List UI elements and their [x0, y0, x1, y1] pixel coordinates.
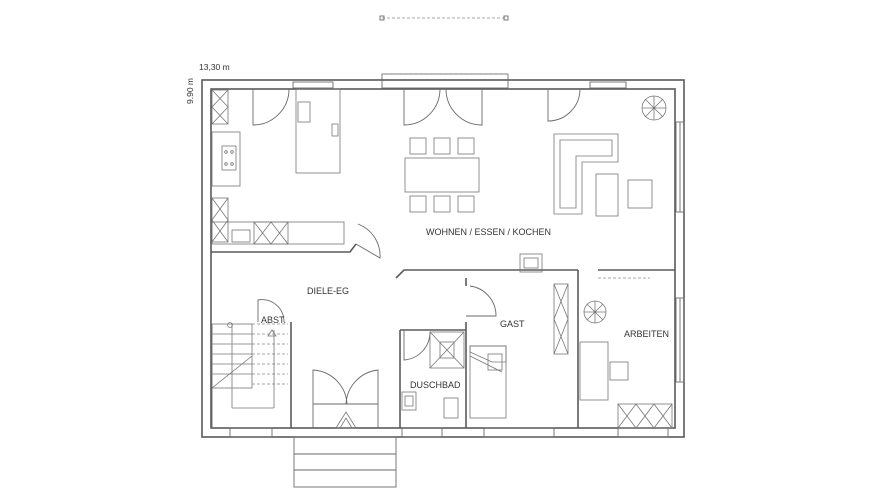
height-dimension: 9.90 m: [185, 78, 195, 104]
top-windows: [292, 73, 627, 89]
room-label-shower: DUSCHBAD: [410, 380, 461, 390]
room-label-hall: DIELE-EG: [307, 286, 349, 296]
width-dimension: 13,30 m: [199, 62, 230, 72]
dining-table: [404, 137, 480, 213]
doors: [252, 88, 581, 428]
wardrobe: [553, 283, 569, 355]
bottom-windows: [229, 427, 669, 438]
roof-edge-marker: [379, 15, 509, 21]
room-label-storage: ABST.: [261, 315, 286, 325]
staircase: [211, 322, 288, 428]
right-windows: [675, 121, 685, 383]
plant-office: [583, 300, 607, 324]
room-label-guest: GAST: [500, 319, 525, 329]
sofa: [553, 133, 653, 217]
kitchen: [211, 88, 345, 245]
office-desk: [579, 341, 673, 429]
room-label-living: WOHNEN / ESSEN / KOCHEN: [426, 227, 551, 237]
guest-bed: [469, 345, 507, 419]
entrance-steps: [293, 411, 397, 488]
plant-living: [641, 95, 667, 121]
stove: [519, 253, 543, 273]
exterior-walls: [201, 79, 685, 438]
room-label-work: ARBEITEN: [624, 329, 669, 339]
bathroom: [401, 331, 465, 419]
